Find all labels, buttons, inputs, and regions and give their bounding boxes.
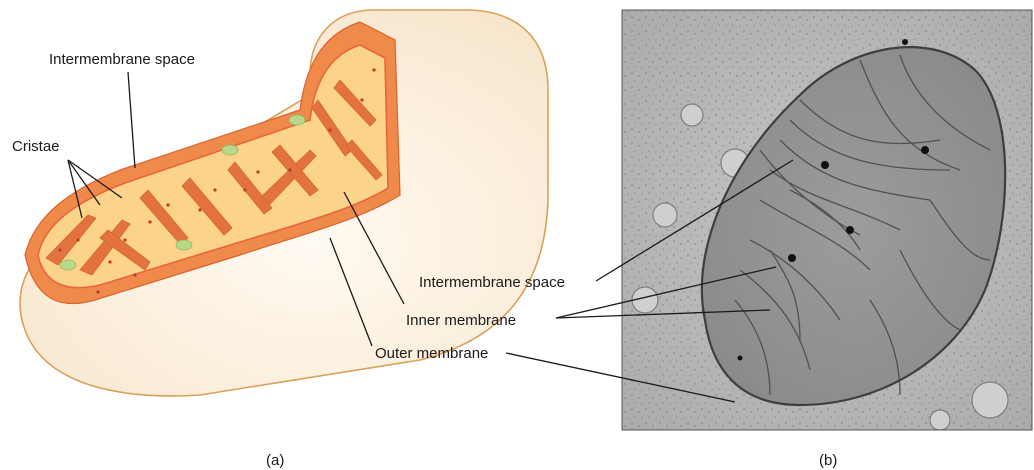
label-b-intermembrane-space: Intermembrane space <box>419 275 565 290</box>
label-a-inner-membrane: Inner membrane <box>406 313 516 328</box>
caption-a: (a) <box>266 453 284 468</box>
label-a-intermembrane-space: Intermembrane space <box>49 52 195 67</box>
label-a-cristae: Cristae <box>12 139 60 154</box>
caption-b: (b) <box>819 453 837 468</box>
label-a-outer-membrane: Outer membrane <box>375 346 488 361</box>
electron-micrograph <box>622 10 1032 430</box>
